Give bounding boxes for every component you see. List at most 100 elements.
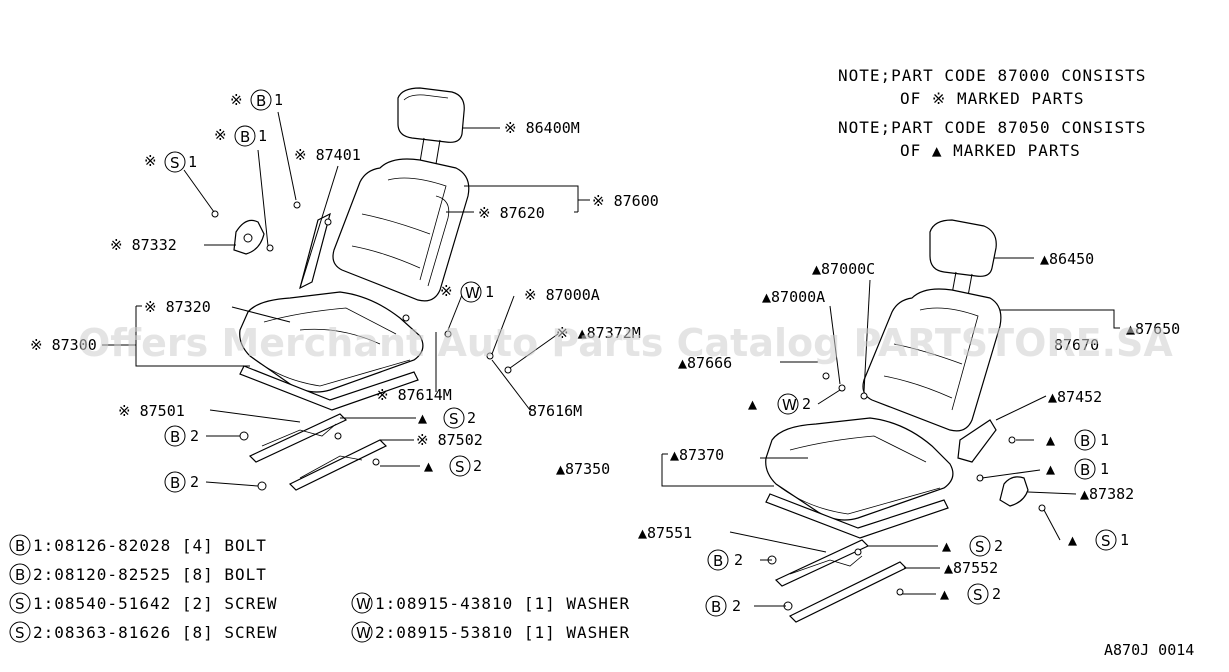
callout-s2-right-b-num: 2 bbox=[992, 585, 1001, 603]
callout-87452: ▲87452 bbox=[1048, 388, 1102, 406]
callout-s1-mark: ※ bbox=[144, 152, 157, 170]
legend-b1: 1:08126-82028 [4] BOLT bbox=[33, 536, 267, 555]
callout-s2-left-b-num: 2 bbox=[473, 457, 482, 475]
right-callouts: ▲87000C ▲86450 ▲87000A ▲87650 87670 ▲876… bbox=[556, 250, 1180, 617]
notes: NOTE;PART CODE 87000 CONSISTS OF ※ MARKE… bbox=[838, 66, 1146, 160]
callout-86400M: ※ 86400M bbox=[504, 119, 580, 137]
screw-s-letter: S bbox=[170, 154, 180, 172]
bolt-b-symbol bbox=[1074, 429, 1096, 451]
screw-s-symbol bbox=[449, 455, 471, 477]
callout-87620: ※ 87620 bbox=[478, 204, 545, 222]
bolt-b-letter: B bbox=[170, 428, 180, 446]
right-seat-cushion bbox=[765, 417, 954, 521]
callout-s2-left-a-num: 2 bbox=[467, 409, 476, 427]
left-headrest bbox=[397, 87, 465, 143]
bolt-b-symbol bbox=[250, 89, 272, 111]
watermark: Offers Merchant Auto Parts Catalog PARTS… bbox=[78, 321, 1173, 365]
bolt-b-letter: B bbox=[170, 474, 180, 492]
left-callouts: ※ B 1 ※ B 1 ※ S 1 ※ 86400M ※ 87401 ※ 876… bbox=[30, 89, 659, 493]
callout-s2-right-b-mark: ▲ bbox=[940, 585, 949, 603]
callout-b1-mid-mark: ※ bbox=[214, 126, 227, 144]
note-87000-line1: NOTE;PART CODE 87000 CONSISTS bbox=[838, 66, 1146, 85]
screw-s-symbol bbox=[9, 621, 31, 643]
bolt-b-symbol bbox=[164, 425, 186, 447]
screw-s-letter: S bbox=[449, 410, 459, 428]
callout-s2-left-a-mark: ▲ bbox=[418, 409, 427, 427]
left-seatback bbox=[332, 158, 470, 302]
callout-87666: ▲87666 bbox=[678, 354, 732, 372]
callout-87382: ▲87382 bbox=[1080, 485, 1134, 503]
screw-s-symbol bbox=[969, 535, 991, 557]
bolt-b-symbol bbox=[234, 125, 256, 147]
callout-86450: ▲86450 bbox=[1040, 250, 1094, 268]
left-seatback-frame bbox=[299, 212, 331, 290]
bolt-b-letter: B bbox=[240, 128, 250, 146]
right-recliner-bracket bbox=[957, 419, 997, 463]
bolt-b-letter: B bbox=[1080, 461, 1090, 479]
washer-w-letter: W bbox=[465, 284, 480, 302]
washer-w-letter: W bbox=[356, 595, 371, 613]
bolt-b-letter: B bbox=[711, 598, 721, 616]
callout-87670: 87670 bbox=[1054, 336, 1099, 354]
right-side-cover bbox=[999, 476, 1029, 507]
right-seat-assembly bbox=[765, 219, 1046, 623]
callout-87616M: 87616M bbox=[528, 402, 582, 420]
screw-s-letter: S bbox=[1101, 532, 1111, 550]
callout-87501: ※ 87501 bbox=[118, 402, 185, 420]
bolt-b-symbol bbox=[9, 534, 31, 556]
callout-b1-top-mark: ※ bbox=[230, 91, 243, 109]
left-slide-rail-outer bbox=[288, 439, 388, 491]
bolt-b-symbol bbox=[164, 471, 186, 493]
left-slide-rail-inner bbox=[248, 413, 348, 463]
legend-w1: 1:08915-43810 [1] WASHER bbox=[375, 594, 630, 613]
washer-w-symbol bbox=[351, 621, 373, 643]
callout-s1-right-mark: ▲ bbox=[1068, 531, 1077, 549]
right-seatback bbox=[862, 288, 1002, 432]
screw-s-letter: S bbox=[455, 458, 465, 476]
callout-87502: ※ 87502 bbox=[416, 431, 483, 449]
screw-s-symbol bbox=[9, 592, 31, 614]
callout-s2-right-a-mark: ▲ bbox=[942, 537, 951, 555]
bolt-b-symbol bbox=[707, 549, 729, 571]
legend-w2: 2:08915-53810 [1] WASHER bbox=[375, 623, 630, 642]
callout-b1-mid-num: 1 bbox=[258, 127, 267, 145]
callout-87372M: ※ ▲87372M bbox=[556, 324, 641, 342]
legend-b2: 2:08120-82525 [8] BOLT bbox=[33, 565, 267, 584]
callout-b1-right-a-num: 1 bbox=[1100, 431, 1109, 449]
bolt-b-letter: B bbox=[1080, 432, 1090, 450]
screw-s-symbol bbox=[1095, 529, 1117, 551]
callout-87370: ▲87370 bbox=[670, 446, 724, 464]
callout-w2-mark: ▲ bbox=[748, 395, 757, 413]
callout-w2-num: 2 bbox=[802, 395, 811, 413]
screw-s-letter: S bbox=[15, 624, 25, 642]
screw-s-symbol bbox=[443, 407, 465, 429]
callout-87552: ▲87552 bbox=[944, 559, 998, 577]
bolt-b-letter: B bbox=[15, 537, 25, 555]
callout-b2-left-a-num: 2 bbox=[190, 427, 199, 445]
callout-87000A-left: ※ 87000A bbox=[524, 286, 600, 304]
callout-87551: ▲87551 bbox=[638, 524, 692, 542]
screw-s-letter: S bbox=[973, 586, 983, 604]
callout-87000A-right: ▲87000A bbox=[762, 288, 825, 306]
callout-b1-top-num: 1 bbox=[274, 91, 283, 109]
note-87050-line1: NOTE;PART CODE 87050 CONSISTS bbox=[838, 118, 1146, 137]
left-seat-assembly bbox=[211, 87, 512, 491]
callout-s1-num: 1 bbox=[188, 153, 197, 171]
callout-87332: ※ 87332 bbox=[110, 236, 177, 254]
bolt-b-letter: B bbox=[713, 552, 723, 570]
note-87050-line2: OF ▲ MARKED PARTS bbox=[900, 141, 1081, 160]
bolt-b-symbol bbox=[9, 563, 31, 585]
callout-s2-right-a-num: 2 bbox=[994, 537, 1003, 555]
callout-b2-right-a-num: 2 bbox=[734, 551, 743, 569]
diagram-code: A870J 0014 bbox=[1104, 641, 1194, 659]
bolt-b-letter: B bbox=[15, 566, 25, 584]
callout-w1-num: 1 bbox=[485, 283, 494, 301]
right-headrest bbox=[929, 219, 997, 277]
legend-s1: 1:08540-51642 [2] SCREW bbox=[33, 594, 278, 613]
screw-s-symbol bbox=[164, 151, 186, 173]
callout-87614M: ※ 87614M bbox=[376, 386, 452, 404]
callout-b1-right-b-mark: ▲ bbox=[1046, 460, 1055, 478]
bolt-b-letter: B bbox=[256, 92, 266, 110]
left-cushion-frame bbox=[239, 365, 419, 411]
